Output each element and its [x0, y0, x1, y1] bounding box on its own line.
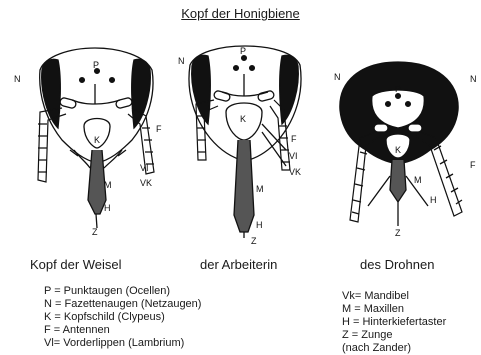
legend-item: N = Fazettenaugen (Netzaugen) [44, 298, 201, 311]
worker-label-k: K [240, 114, 246, 124]
worker-label-n: N [178, 56, 185, 66]
queen-antenna-socket-left [59, 97, 77, 109]
queen-antenna-left [38, 108, 66, 182]
queen-label-k: K [94, 135, 100, 145]
legend-item: P = Punktaugen (Ocellen) [44, 285, 201, 298]
queen-label-p: P [93, 60, 99, 70]
legend-left: P = Punktaugen (Ocellen) N = Fazettenaug… [44, 285, 201, 350]
worker-label-h: H [256, 220, 263, 230]
drone-label-m: M [414, 175, 422, 185]
drone-label-k: K [395, 145, 401, 155]
queen-label-f: F [156, 124, 162, 134]
queen-compound-eye-left [42, 59, 61, 128]
queen-label-vl: VI [140, 163, 149, 173]
caption-drone: des Drohnen [360, 257, 434, 272]
drone-ocellus-right [406, 102, 411, 107]
legend-item: Z = Zunge [342, 329, 446, 342]
worker-antenna-socket-right [257, 90, 275, 102]
worker-label-f: F [291, 134, 297, 144]
worker-mouthparts [234, 140, 254, 232]
queen-label-n: N [14, 74, 21, 84]
queen-ocellus-left [80, 78, 85, 83]
drone-label-n: N [334, 72, 341, 82]
queen-antenna-socket-right [115, 97, 133, 109]
drone-label-h: H [430, 195, 437, 205]
worker-label-z: Z [251, 236, 257, 246]
worker-compound-eye-left [192, 55, 211, 124]
worker-ocellus-right [250, 66, 255, 71]
caption-queen: Kopf der Weisel [30, 257, 122, 272]
worker-ocellus-left [234, 66, 239, 71]
queen-compound-eye-right [132, 59, 151, 128]
legend-item: Vl= Vorderlippen (Lambrium) [44, 337, 201, 350]
queen-label-z: Z [92, 227, 98, 237]
drone-ocellus-left [386, 102, 391, 107]
worker-compound-eye-right [280, 55, 299, 124]
drone-label-n-right: N [470, 74, 477, 84]
drone-antenna-socket-right [408, 124, 422, 132]
worker-label-m: M [256, 184, 264, 194]
legend-item: K = Kopfschild (Clypeus) [44, 311, 201, 324]
legend-item: H = Hinterkiefertaster [342, 316, 446, 329]
queen-head: N P K F VI VK M H Z [14, 48, 162, 237]
worker-antenna-socket-left [213, 90, 231, 102]
worker-ocellus-top [242, 56, 247, 61]
worker-label-vk: VK [289, 167, 301, 177]
drone-label-p: P [395, 84, 401, 94]
legend-item: Vk= Mandibel [342, 290, 446, 303]
legend-right: Vk= Mandibel M = Maxillen H = Hinterkief… [342, 290, 446, 355]
caption-worker: der Arbeiterin [200, 257, 277, 272]
legend-item: (nach Zander) [342, 342, 446, 355]
legend-item: F = Antennen [44, 324, 201, 337]
queen-ocellus-right [110, 78, 115, 83]
drone-head: N N P K F M H Z [334, 62, 477, 238]
worker-head: N P K F VI VK M H Z [178, 46, 301, 246]
drone-ocellus-top [396, 94, 401, 99]
queen-label-h: H [104, 203, 111, 213]
drone-mouthparts [390, 160, 406, 202]
queen-label-m: M [104, 180, 112, 190]
worker-label-p: P [240, 46, 246, 56]
drone-label-f: F [470, 160, 476, 170]
drone-label-z: Z [395, 228, 401, 238]
bee-heads-illustration: N P K F VI VK M H Z [0, 0, 481, 255]
drone-antenna-socket-left [374, 124, 388, 132]
legend-item: M = Maxillen [342, 303, 446, 316]
worker-label-vl: VI [289, 151, 298, 161]
queen-label-vk: VK [140, 178, 152, 188]
